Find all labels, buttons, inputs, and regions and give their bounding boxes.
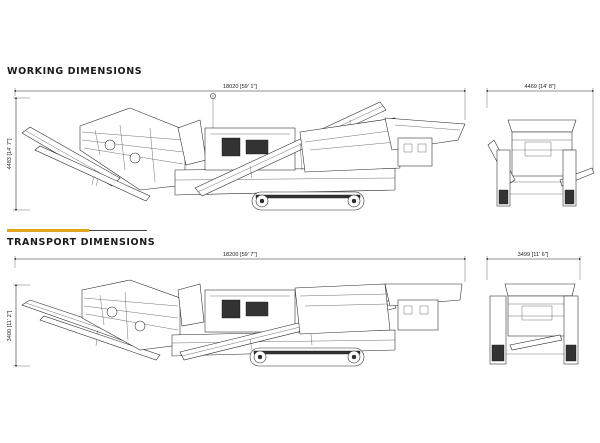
working-width-label: 4469 [14' 8"] (524, 84, 555, 90)
transport-end-view (485, 256, 582, 365)
transport-length-label: 18200 [59' 7"] (223, 252, 258, 258)
working-engine-grille-2 (245, 139, 269, 155)
working-engine-grille-1 (221, 137, 241, 157)
transport-dimensions-heading: TRANSPORT DIMENSIONS (7, 237, 156, 248)
working-height-label: 4483 [14' 7"] (7, 138, 13, 169)
transport-heading-accent-bar (7, 229, 89, 232)
transport-heading-rule (89, 230, 147, 231)
working-length-label: 18020 [59' 1"] (223, 84, 258, 90)
working-end-view (485, 88, 595, 207)
working-track (251, 191, 365, 211)
transport-engine-grille-1 (221, 299, 241, 319)
transport-side-view (13, 256, 467, 368)
working-dimensions-heading: WORKING DIMENSIONS (7, 66, 143, 77)
transport-height-label: 3400 [11' 2"] (7, 310, 13, 341)
transport-engine-grille-2 (245, 301, 269, 317)
transport-width-label: 3499 [11' 6"] (518, 252, 549, 258)
working-side-view (13, 88, 467, 212)
transport-track (249, 347, 365, 367)
